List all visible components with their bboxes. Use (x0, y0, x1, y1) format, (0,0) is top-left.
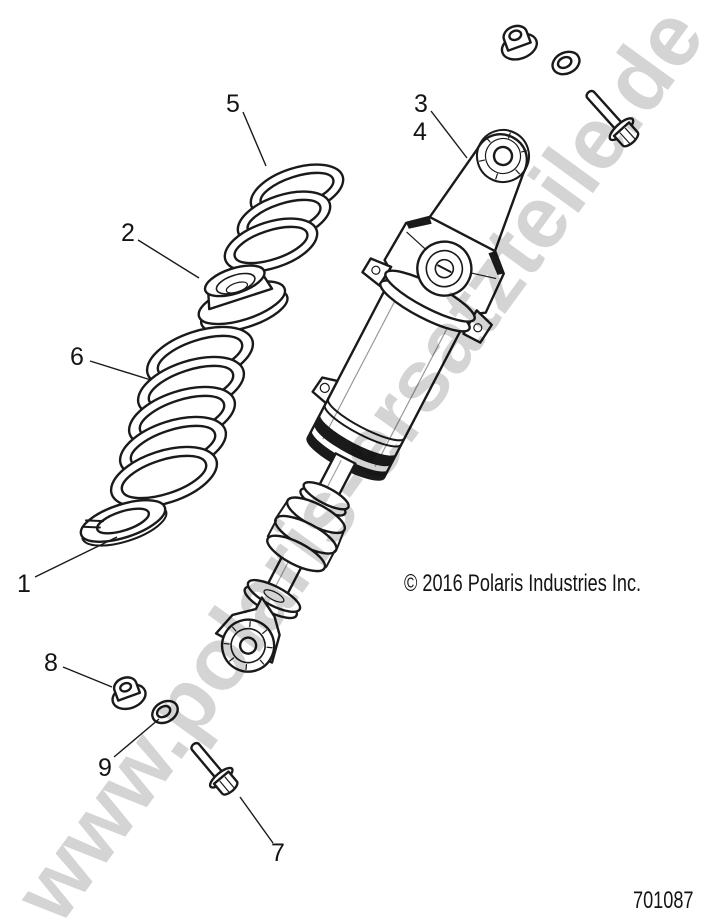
washer-top (551, 50, 581, 76)
callout-9: 9 (98, 754, 112, 782)
nut-top (500, 24, 538, 61)
part-number: 701087 (633, 887, 694, 914)
callout-3: 3 (414, 90, 428, 118)
leader-line-2 (137, 239, 200, 279)
spring-retainer-lower (79, 499, 168, 547)
callout-8: 8 (44, 649, 58, 677)
spring-main (109, 325, 255, 509)
spring-upper (223, 163, 345, 273)
collar-left-tab (361, 257, 393, 287)
shock-adjuster-knob (416, 240, 473, 297)
leader-line-6 (89, 360, 152, 381)
leader-lines (34, 110, 468, 844)
shock-bumper (266, 480, 350, 573)
copyright-notice: © 2016 Polaris Industries Inc. (404, 570, 642, 597)
callout-1: 1 (17, 570, 31, 598)
washer-lower (151, 699, 179, 725)
callout-6: 6 (70, 343, 84, 371)
callout-numbers: 1 2 3 4 5 6 7 8 9 (17, 90, 428, 867)
leader-line-8 (62, 666, 113, 688)
bolt-lower (190, 741, 239, 796)
leader-line-5 (242, 111, 267, 167)
nut-lower (111, 676, 147, 711)
leader-line-3-4 (430, 110, 468, 159)
spring-retainer-cap (197, 264, 289, 333)
leader-line-1 (34, 536, 118, 578)
shock-absorber (214, 129, 530, 673)
bolt-top (585, 89, 640, 148)
callout-4: 4 (413, 118, 427, 146)
callout-7: 7 (271, 839, 285, 867)
callout-5: 5 (226, 90, 240, 118)
body-clamp-bracket (311, 376, 339, 405)
shock-lower-eyelet (214, 596, 281, 673)
leader-line-7 (239, 796, 274, 844)
shock-lower-washer (243, 578, 302, 620)
shock-top-eyelet (476, 129, 530, 183)
callout-2: 2 (121, 219, 135, 247)
leader-line-9 (113, 718, 160, 758)
